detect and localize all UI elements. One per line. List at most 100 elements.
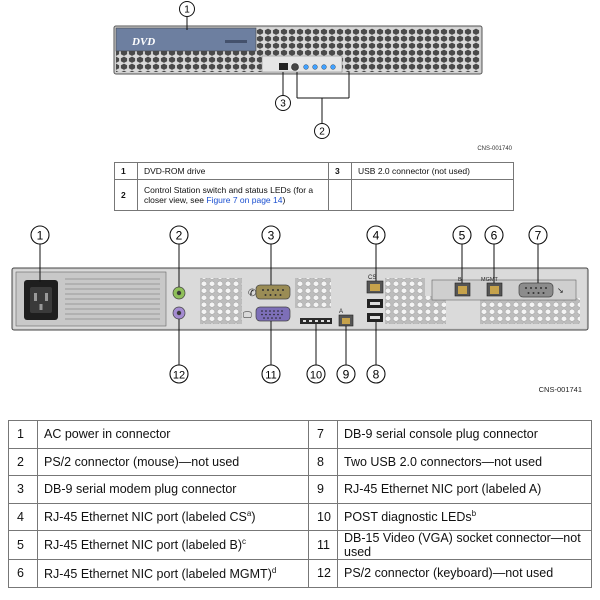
item-number: 2 (114, 179, 138, 211)
dvd-label: DVD (131, 36, 155, 48)
svg-text:3: 3 (280, 99, 286, 110)
dvd-eject-slot (225, 40, 247, 43)
serial-modem-connector (255, 284, 291, 300)
item-number: 3 (8, 475, 38, 504)
item-description: DB-9 serial modem plug connector (37, 475, 309, 504)
status-led-4 (330, 64, 336, 70)
rear-legend-table: 1 AC power in connector 7 DB-9 serial co… (8, 420, 592, 588)
rear-chassis: ✆ 🖵 A CS B (11, 267, 589, 331)
item-description: DVD-ROM drive (137, 162, 329, 180)
front-chassis: DVD (113, 25, 483, 75)
item-description: RJ-45 Ethernet NIC port (labeled B)c (37, 530, 309, 560)
rear-callout-8: 8 (366, 364, 386, 384)
item-description (351, 179, 514, 211)
item-description: DB-15 Video (VGA) socket connector—not u… (337, 530, 592, 560)
rear-callout-4: 4 (366, 225, 386, 245)
item-description: AC power in connector (37, 420, 309, 449)
port-label-b: B (458, 277, 462, 283)
footnote-marker: d (271, 565, 277, 575)
rear-leader-lines (39, 243, 539, 365)
console-icon: ↘ (557, 286, 564, 295)
svg-text:5: 5 (459, 229, 466, 243)
svg-text:7: 7 (535, 229, 542, 243)
item-number: 7 (308, 420, 338, 449)
svg-text:1: 1 (37, 229, 44, 243)
item-number: 2 (8, 447, 38, 476)
item-description: PS/2 connector (mouse)—not used (37, 447, 309, 476)
front-legend-table: 1 DVD-ROM drive 3 USB 2.0 connector (not… (114, 162, 514, 211)
table-row: 6 RJ-45 Ethernet NIC port (labeled MGMT)… (8, 559, 592, 588)
footnote-marker: b (471, 509, 477, 519)
front-figure-id: CNS-001740 (477, 146, 512, 152)
item-description: RJ-45 Ethernet NIC port (labeled MGMT)d (37, 559, 309, 588)
usb-connector (279, 63, 288, 70)
table-row: 4 RJ-45 Ethernet NIC port (labeled CSa) … (8, 502, 592, 531)
status-led-2 (312, 64, 318, 70)
vga-connector (255, 306, 291, 322)
item-number: 11 (308, 530, 338, 560)
svg-text:8: 8 (373, 368, 380, 382)
item-description: Control Station switch and status LEDs (… (137, 179, 329, 211)
item-description: USB 2.0 connector (not used) (351, 162, 514, 180)
port-label-a: A (339, 309, 343, 315)
item-number (328, 179, 352, 211)
rear-callout-3: 3 (261, 225, 281, 245)
figure-7-link[interactable]: Figure 7 on page 14 (206, 195, 283, 205)
table-row: 2 PS/2 connector (mouse)—not used 8 Two … (8, 447, 592, 476)
status-led-3 (321, 64, 327, 70)
item-number: 10 (308, 502, 338, 531)
svg-text:4: 4 (373, 229, 380, 243)
item-description: Two USB 2.0 connectors—not used (337, 447, 592, 476)
footnote-marker: a (246, 509, 252, 519)
serial-console-connector (518, 282, 554, 298)
front-callout-2: 2 (314, 123, 330, 139)
port-label-cs: CS (368, 275, 376, 281)
svg-text:1: 1 (184, 5, 190, 16)
item-number: 5 (8, 530, 38, 560)
monitor-icon: 🖵 (243, 310, 252, 320)
svg-text:2: 2 (319, 127, 325, 138)
table-row: 1 AC power in connector 7 DB-9 serial co… (8, 420, 592, 449)
port-label-mgmt: MGMT (481, 277, 498, 283)
rear-callout-7: 7 (528, 225, 548, 245)
item-number: 3 (328, 162, 352, 180)
front-callout-3: 3 (275, 95, 291, 111)
control-station-switch (291, 63, 299, 71)
item-description: PS/2 connector (keyboard)—not used (337, 559, 592, 588)
item-number: 9 (308, 475, 338, 504)
front-callout-1: 1 (179, 1, 195, 17)
table-row: 1 DVD-ROM drive 3 USB 2.0 connector (not… (114, 162, 514, 180)
dvd-drive (115, 27, 257, 52)
modem-icon: ✆ (248, 288, 256, 299)
table-row: 5 RJ-45 Ethernet NIC port (labeled B)c 1… (8, 530, 592, 560)
svg-text:11: 11 (265, 370, 276, 382)
item-description: RJ-45 Ethernet NIC port (labeled A) (337, 475, 592, 504)
svg-text:12: 12 (173, 370, 185, 382)
item-number: 6 (8, 559, 38, 588)
item-number: 1 (114, 162, 138, 180)
rear-callout-12: 12 (169, 364, 189, 384)
rear-callout-10: 10 (306, 364, 326, 384)
rear-callout-2: 2 (169, 225, 189, 245)
rear-callout-5: 5 (452, 225, 472, 245)
rear-callout-11: 11 (261, 364, 281, 384)
svg-text:3: 3 (268, 229, 275, 243)
footnote-marker: c (242, 537, 247, 547)
item-description: RJ-45 Ethernet NIC port (labeled CSa) (37, 502, 309, 531)
nic-expansion-card (431, 279, 577, 301)
rear-callout-6: 6 (484, 225, 504, 245)
diagram-canvas: DVD 1 3 2 CNS-001740 (11, 1, 589, 394)
svg-text:9: 9 (343, 368, 350, 382)
svg-text:6: 6 (491, 229, 498, 243)
rear-figure-id: CNS-001741 (539, 385, 582, 394)
rear-callout-1: 1 (30, 225, 50, 245)
item-description: POST diagnostic LEDsb (337, 502, 592, 531)
item-description: DB-9 serial console plug connector (337, 420, 592, 449)
status-led-1 (303, 64, 309, 70)
table-row: 2 Control Station switch and status LEDs… (114, 179, 514, 211)
svg-text:2: 2 (176, 229, 183, 243)
table-row: 3 DB-9 serial modem plug connector 9 RJ-… (8, 475, 592, 504)
svg-text:10: 10 (310, 370, 322, 382)
control-panel (261, 55, 343, 73)
item-number: 4 (8, 502, 38, 531)
